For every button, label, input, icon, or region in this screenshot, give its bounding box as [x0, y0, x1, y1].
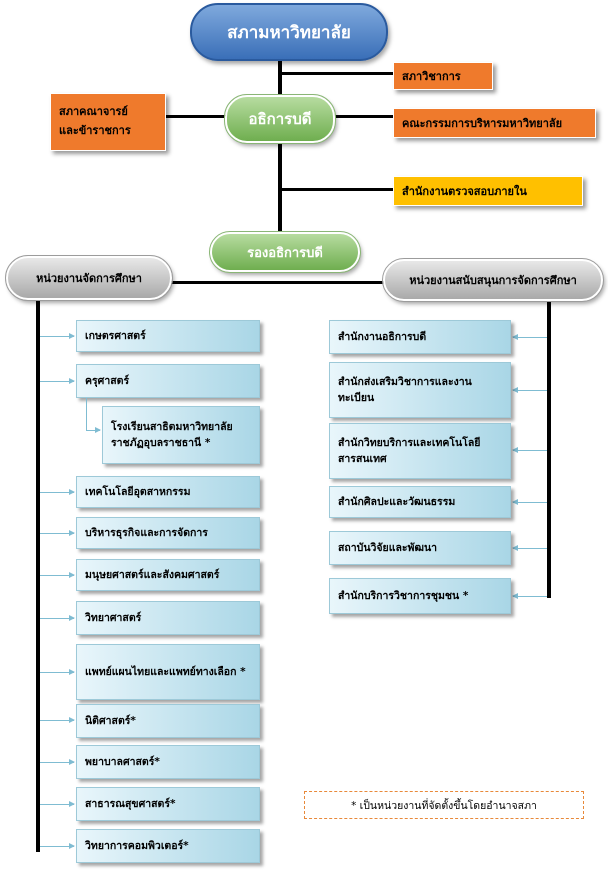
president-node: อธิการบดี — [224, 94, 336, 144]
left-spine-line — [36, 300, 40, 852]
arrow-connector — [40, 572, 75, 578]
arrow-connector — [40, 530, 75, 536]
academic-senate-node: สภาวิชาการ — [393, 62, 493, 90]
unit-research-development: สถาบันวิจัยและพัฒนา — [329, 531, 511, 565]
unit-agriculture: เกษตรศาสตร์ — [76, 320, 260, 352]
arrow-connector — [512, 387, 547, 393]
support-units-header: หน่วยงานสนับสนุนการจัดการศึกษา — [382, 258, 604, 302]
arrow-connector — [512, 593, 547, 599]
arrow-connector — [40, 615, 75, 621]
internal-audit-node: สำนักงานตรวจสอบภายใน — [393, 176, 583, 206]
unit-science: วิทยาศาสตร์ — [76, 601, 260, 635]
arrow-connector — [40, 717, 75, 723]
unit-business-administration: บริหารธุรกิจและการจัดการ — [76, 517, 260, 549]
footnote: * เป็นหน่วยงานที่จัดตั้งขึ้นโดยอำนาจสภา — [304, 791, 584, 819]
unit-education: ครุศาสตร์ — [76, 364, 260, 398]
unit-industrial-technology: เทคโนโลยีอุตสาหกรรม — [76, 476, 260, 508]
horizontal-branch-line — [170, 281, 386, 284]
arrow-connector — [40, 759, 75, 765]
line-to-faculty-council — [166, 115, 226, 118]
unit-public-health: สาธารณสุขศาสตร์* — [76, 787, 260, 821]
vice-president-node: รองอธิการบดี — [209, 231, 361, 273]
arrow-connector — [512, 334, 547, 340]
sub-connector-line — [86, 398, 87, 430]
unit-thai-alternative-medicine: แพทย์แผนไทยและแพทย์ทางเลือก * — [76, 644, 260, 700]
university-council-node: สภามหาวิทยาลัย — [190, 3, 388, 61]
unit-demonstration-school: โรงเรียนสาธิตมหาวิทยาลัยราชภัฏอุบลราชธาน… — [102, 406, 260, 464]
line-to-internal-audit — [280, 188, 394, 191]
arrow-connector — [86, 427, 101, 433]
arrow-connector — [512, 499, 547, 505]
admin-committee-node: คณะกรรมการบริหารมหาวิทยาลัย — [393, 108, 596, 138]
arrow-connector — [40, 378, 75, 384]
right-spine-line — [547, 300, 551, 598]
academic-units-header: หน่วยงานจัดการศึกษา — [5, 255, 173, 301]
arrow-connector — [40, 669, 75, 675]
arrow-connector — [40, 489, 75, 495]
unit-nursing: พยาบาลศาสตร์* — [76, 745, 260, 779]
arrow-connector — [512, 545, 547, 551]
unit-academic-resources-it: สำนักวิทยบริการและเทคโนโลยีสารสนเทศ — [329, 423, 511, 479]
arrow-connector — [40, 843, 75, 849]
arrow-connector — [40, 801, 75, 807]
unit-president-office: สำนักงานอธิการบดี — [329, 320, 511, 354]
unit-arts-culture: สำนักศิลปะและวัฒนธรรม — [329, 486, 511, 518]
line-to-academic-senate — [280, 72, 394, 75]
unit-community-academic-service: สำนักบริการวิชาการชุมชน * — [329, 578, 511, 614]
arrow-connector — [512, 447, 547, 453]
unit-law: นิติศาสตร์* — [76, 704, 260, 738]
unit-computer-science: วิทยาการคอมพิวเตอร์* — [76, 829, 260, 863]
faculty-staff-council-node: สภาคณาจารย์ และข้าราชการ — [50, 93, 166, 151]
unit-academic-promotion-registration: สำนักส่งเสริมวิชาการและงานทะเบียน — [329, 362, 511, 418]
line-to-admin-committee — [335, 115, 393, 118]
arrow-connector — [40, 333, 75, 339]
main-vertical-line — [278, 60, 282, 240]
unit-humanities-social-sciences: มนุษยศาสตร์และสังคมศาสตร์ — [76, 559, 260, 591]
